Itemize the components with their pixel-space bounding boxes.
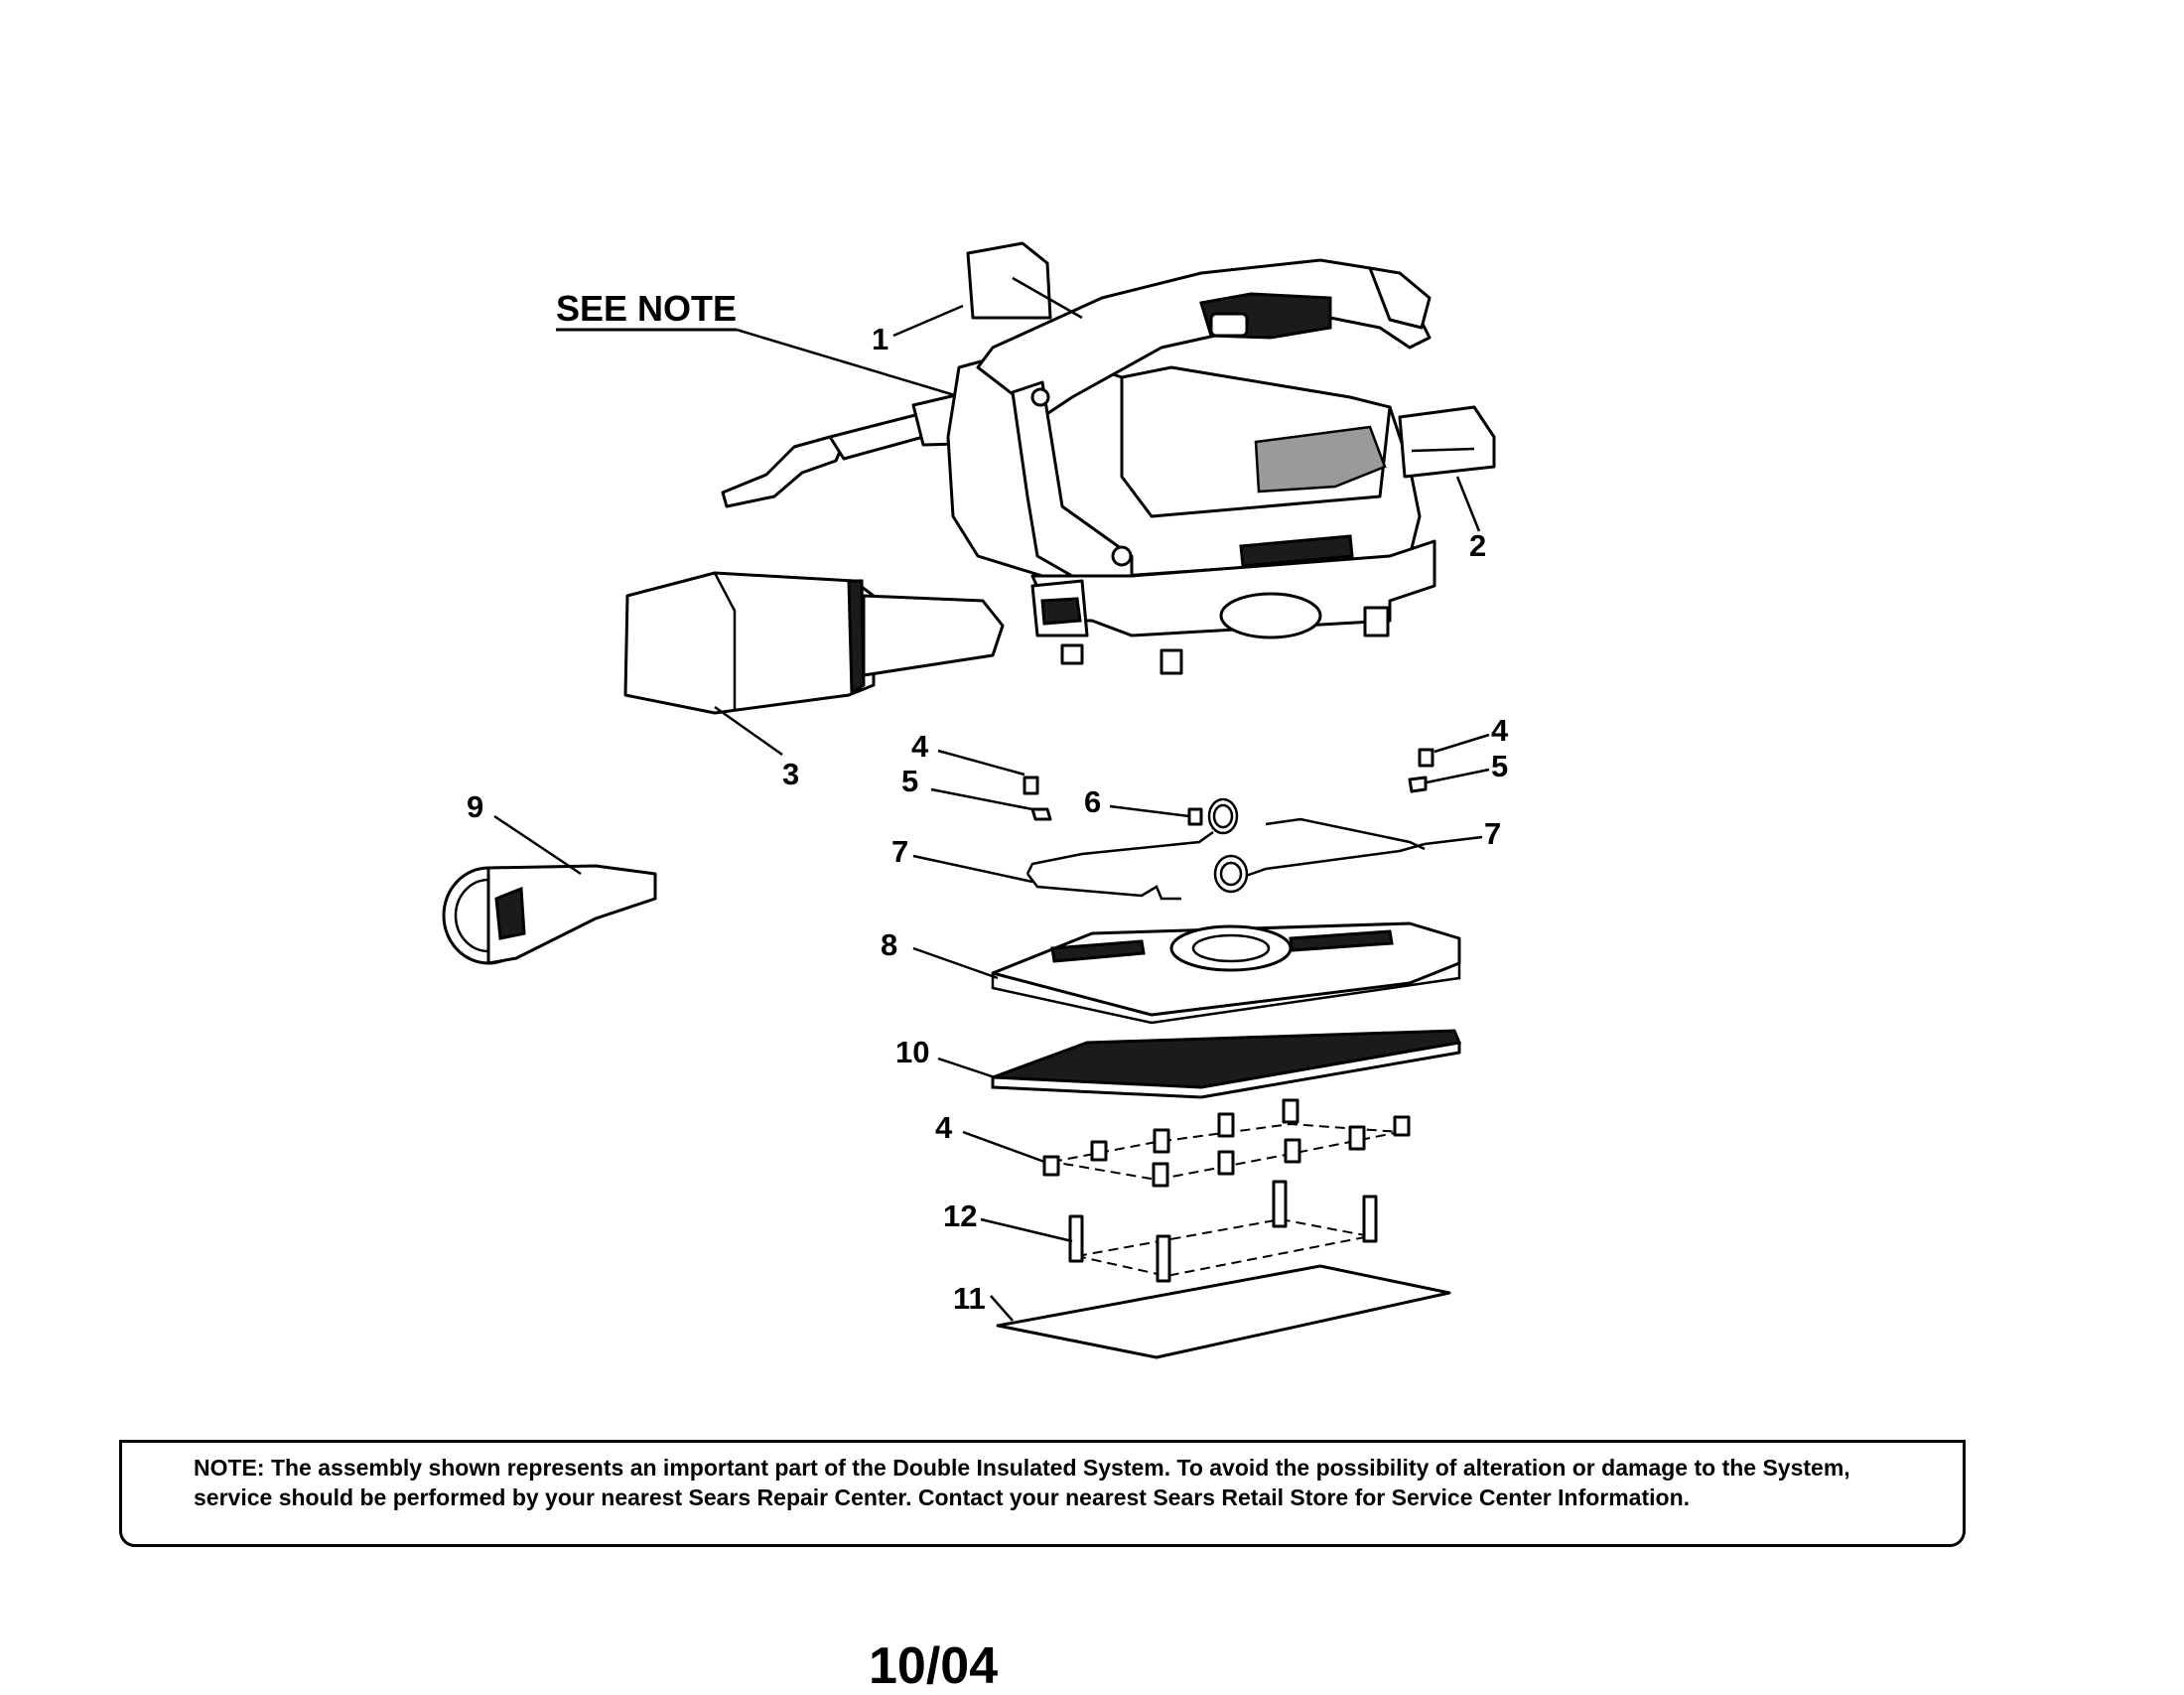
- see-note-label: SEE NOTE: [556, 288, 737, 329]
- callout-5-right: 5: [1491, 749, 1508, 783]
- callout-2: 2: [1469, 528, 1486, 563]
- callout-11: 11: [953, 1281, 986, 1316]
- callout-10: 10: [895, 1035, 929, 1069]
- callout-4-top-right: 4: [1491, 713, 1509, 748]
- callout-12: 12: [943, 1199, 977, 1233]
- sander-housing: [946, 258, 1436, 675]
- platen-base: [991, 921, 1461, 1025]
- decals: [966, 241, 1496, 479]
- callout-3: 3: [782, 757, 799, 791]
- note-box: NOTE: The assembly shown represents an i…: [119, 1440, 1966, 1547]
- note-text: The assembly shown represents an importa…: [194, 1455, 1850, 1510]
- small-hardware: [1023, 748, 1434, 826]
- callout-7-right: 7: [1484, 816, 1501, 851]
- note-label: NOTE:: [194, 1455, 265, 1481]
- screws-row: [1042, 1098, 1411, 1188]
- dust-adapter: [442, 864, 657, 965]
- paper-clamp-wires: [1025, 797, 1426, 901]
- callout-6: 6: [1084, 784, 1101, 819]
- long-screws: [1068, 1180, 1378, 1283]
- callout-9: 9: [467, 789, 483, 824]
- callout-7-left: 7: [891, 834, 908, 869]
- callout-1: 1: [872, 322, 888, 356]
- sanding-sheet: [996, 1264, 1451, 1359]
- page-date: 10/04: [869, 1637, 999, 1695]
- callout-5-left: 5: [901, 764, 918, 798]
- callout-4-top-left: 4: [911, 729, 929, 764]
- see-note-callout: SEE NOTE: [556, 288, 979, 404]
- callout-numbers: 1 2 3 4 4 4 5 5 6 7 7 8 9 10 11 12: [467, 322, 1509, 1316]
- dust-bag: [623, 571, 1005, 715]
- sanding-pad: [991, 1029, 1462, 1099]
- callout-4-screws: 4: [935, 1110, 953, 1145]
- callout-8: 8: [881, 927, 897, 962]
- callout-leaders: [493, 276, 1490, 1322]
